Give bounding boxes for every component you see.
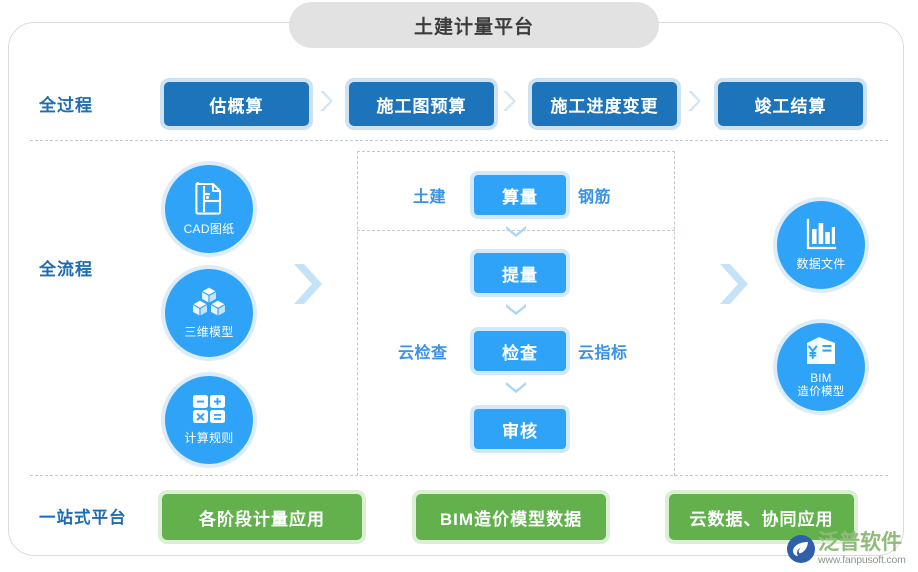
output-circle-bim-cost-model[interactable]: BIM 造价模型 — [773, 319, 869, 415]
chevron-right-icon — [501, 89, 516, 113]
chevron-right-large-icon — [716, 260, 752, 308]
calculator-icon — [192, 394, 226, 429]
input-circle-label: 计算规则 — [184, 431, 234, 446]
workflow-column-inner-divider — [357, 230, 675, 231]
input-circle-label: 三维模型 — [184, 325, 234, 340]
chevron-right-icon — [318, 89, 333, 113]
chevron-down-icon — [504, 380, 528, 394]
section-divider-bottom — [30, 475, 888, 476]
row-label-one-stop-platform: 一站式平台 — [39, 509, 127, 527]
flow-note-cloud-index-right: 云指标 — [578, 345, 628, 362]
input-circle-calculation-rule[interactable]: 计算规则 — [161, 372, 257, 468]
input-circle-label: CAD图纸 — [183, 222, 235, 237]
chevron-right-large-icon — [290, 260, 326, 308]
chevron-down-icon — [504, 302, 528, 316]
flow-note-cloud-check-left: 云检查 — [398, 345, 448, 362]
stage-button-estimate[interactable]: 估概算 — [160, 78, 313, 130]
stage-button-construction-budget[interactable]: 施工图预算 — [345, 78, 498, 130]
flow-step-quantity-takeoff[interactable]: 算量 — [470, 171, 570, 219]
cost-model-building-icon — [805, 335, 837, 370]
stage-button-progress-change[interactable]: 施工进度变更 — [528, 78, 681, 130]
chevron-down-icon — [504, 224, 528, 238]
flow-note-civil-left: 土建 — [413, 189, 447, 206]
input-circle-3d-model[interactable]: 三维模型 — [161, 265, 257, 361]
cad-drawing-icon — [192, 181, 226, 220]
chevron-right-icon — [686, 89, 701, 113]
flow-step-review[interactable]: 审核 — [470, 405, 570, 453]
section-divider-top — [30, 140, 888, 141]
platform-button-cloud-collaboration[interactable]: 云数据、协同应用 — [665, 490, 858, 544]
output-circle-label: 数据文件 — [796, 257, 846, 272]
input-circle-cad-drawing[interactable]: CAD图纸 — [161, 161, 257, 257]
row-label-full-workflow: 全流程 — [39, 260, 93, 279]
stage-button-final-settlement[interactable]: 竣工结算 — [714, 78, 867, 130]
output-circle-data-file[interactable]: 数据文件 — [773, 197, 869, 293]
flow-note-rebar-right: 钢筋 — [578, 189, 612, 206]
output-circle-label: BIM 造价模型 — [797, 373, 845, 398]
page-title: 土建计量平台 — [289, 2, 659, 48]
bar-chart-document-icon — [805, 218, 837, 255]
workflow-column-outline — [357, 151, 675, 476]
platform-button-bim-cost-data[interactable]: BIM造价模型数据 — [412, 490, 610, 544]
row-label-full-process: 全过程 — [39, 96, 93, 115]
flow-step-check[interactable]: 检查 — [470, 327, 570, 375]
platform-button-stage-measurement[interactable]: 各阶段计量应用 — [158, 490, 366, 544]
3d-model-cubes-icon — [191, 286, 227, 323]
flow-step-extract-quantity[interactable]: 提量 — [470, 249, 570, 297]
